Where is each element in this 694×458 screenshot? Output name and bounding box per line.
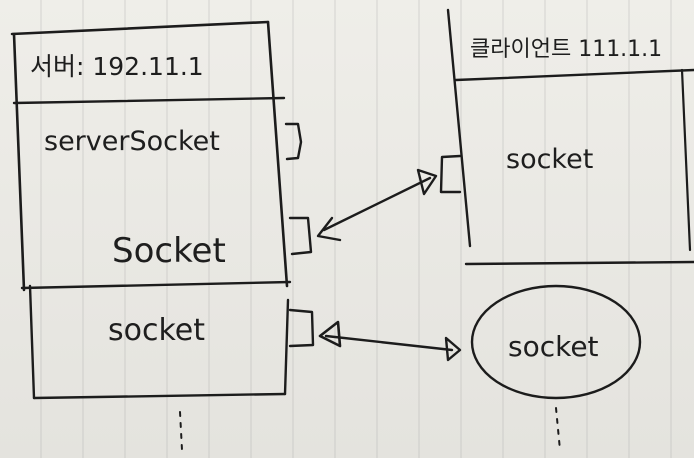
- arrow-2-head-left: [318, 320, 342, 348]
- server-socket-2-label: socket: [108, 313, 205, 348]
- arrow-1-head-right: [416, 168, 438, 196]
- arrow-1-head-left: [316, 216, 342, 242]
- server-socket-label: serverSocket: [44, 126, 220, 157]
- connection-arrow-1: [322, 176, 432, 232]
- server-box: [10, 20, 292, 292]
- arrow-2-head-right: [444, 336, 462, 362]
- client-title: 클라이언트 111.1.1: [470, 37, 662, 62]
- server-socket-port: [284, 122, 303, 161]
- connection-arrow-2: [324, 334, 454, 352]
- server-title: 서버: 192.11.1: [30, 52, 204, 81]
- server-continuation: [179, 411, 183, 451]
- new-client-socket-label: socket: [508, 330, 599, 363]
- server-socket-2-box: [28, 284, 290, 400]
- client-socket-port: [439, 154, 462, 194]
- new-client-circle: [470, 284, 642, 400]
- server-socket-2-port: [288, 308, 315, 348]
- server-socket-1-label: Socket: [112, 231, 226, 271]
- client-socket-label: socket: [506, 144, 593, 175]
- client-box: [446, 8, 694, 266]
- client-continuation: [555, 407, 561, 451]
- server-socket-1-port: [288, 216, 313, 256]
